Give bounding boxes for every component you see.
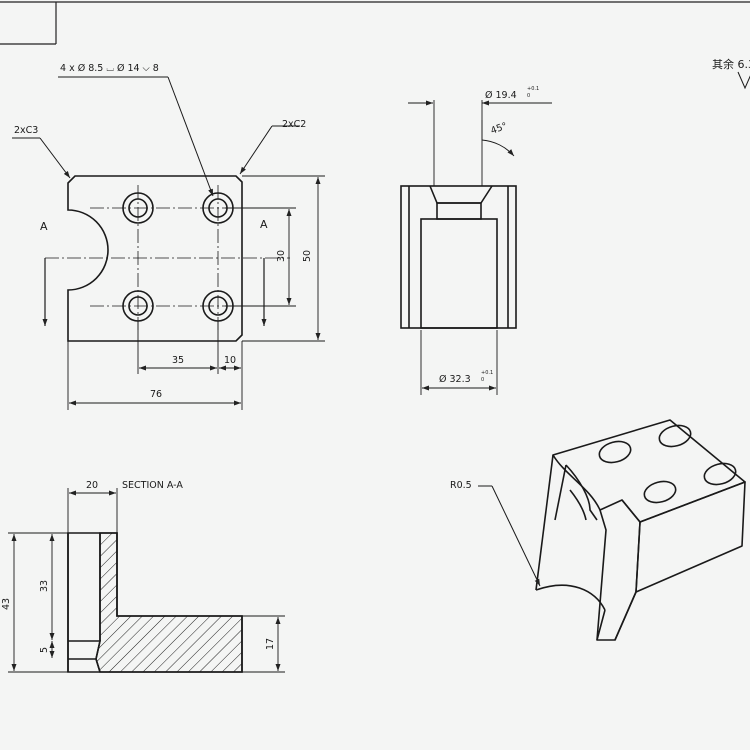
dia-bottom-tol: +0.1 xyxy=(481,370,493,376)
dia-top-tol-lo: 0 xyxy=(527,93,530,99)
surface-finish-symbol xyxy=(737,71,750,90)
dim-76: 76 xyxy=(150,389,162,400)
dim-43: 43 xyxy=(1,598,12,610)
section-mark-right: A xyxy=(260,218,268,231)
angle-45: 45° xyxy=(489,121,509,137)
dia-bottom-tol-lo: 0 xyxy=(481,377,484,383)
dim-35: 35 xyxy=(172,355,184,366)
dim-5: 5 xyxy=(39,647,50,653)
dim-50: 50 xyxy=(302,250,313,262)
section-view xyxy=(67,532,243,673)
dia-top: Ø 19.4 xyxy=(485,90,517,101)
radius-leader xyxy=(478,485,541,587)
dim-20: 20 xyxy=(86,480,98,491)
centerlines xyxy=(45,185,290,330)
hole-callout: 4 x Ø 8.5 ⌴ Ø 14 ⌵ 8 xyxy=(60,63,159,74)
section-cut-indicators xyxy=(42,258,267,326)
dim-30: 30 xyxy=(276,250,287,262)
dim-17: 17 xyxy=(265,638,276,650)
top-view-dimensions xyxy=(67,175,325,410)
dim-10: 10 xyxy=(224,355,236,366)
top-view-outline xyxy=(67,175,243,342)
section-title: SECTION A-A xyxy=(122,480,183,491)
top-view xyxy=(45,175,290,342)
surface-finish-note: 其余 6.3 xyxy=(712,57,750,71)
dia-bottom: Ø 32.3 xyxy=(439,374,471,385)
callout-leaders xyxy=(12,76,300,197)
title-block-corner xyxy=(0,1,750,45)
chamfer-right-label: 2xC2 xyxy=(282,119,306,130)
side-view xyxy=(400,185,517,329)
side-view-dimensions xyxy=(408,100,552,395)
dia-top-tol: +0.1 xyxy=(527,86,539,92)
chamfer-left-label: 2xC3 xyxy=(14,125,38,136)
radius-label: R0.5 xyxy=(450,480,472,491)
isometric-view xyxy=(535,419,746,641)
section-dimensions xyxy=(8,488,285,673)
section-mark-left: A xyxy=(40,220,48,233)
dim-33: 33 xyxy=(39,580,50,592)
counterbore-holes xyxy=(122,192,234,322)
